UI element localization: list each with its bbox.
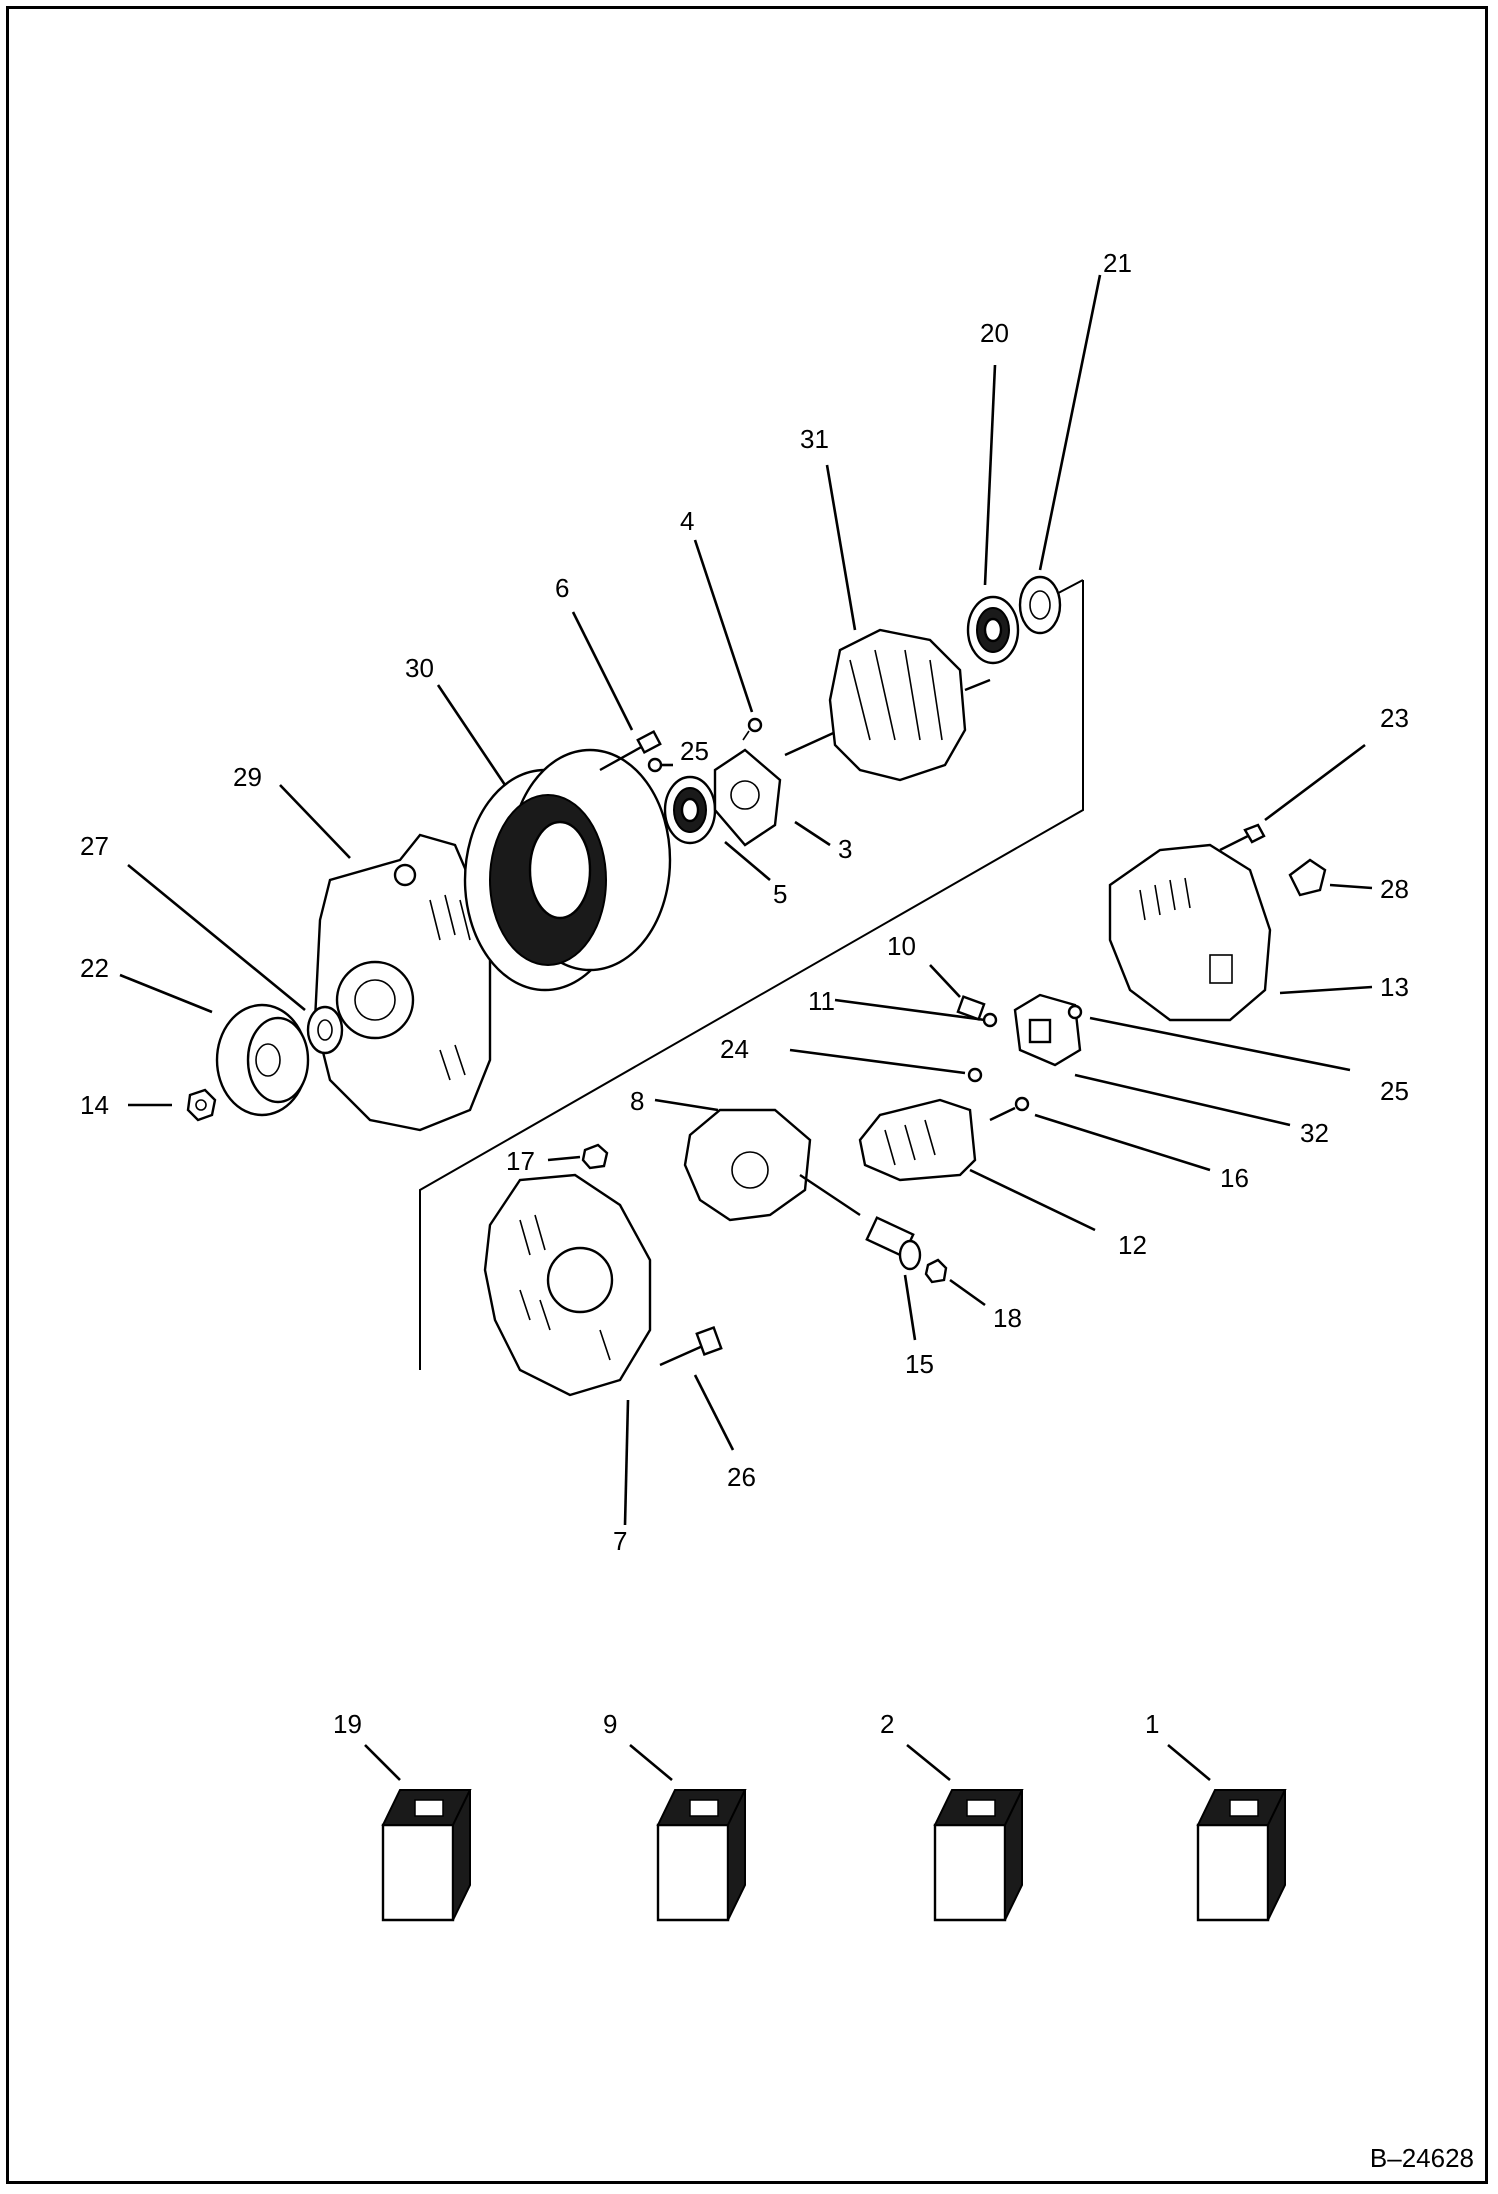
- regulator-part: [1013, 993, 1082, 1067]
- callout-labels: 21 20 31 4 6 30 29 27 22 14 25 3 5 23 28…: [80, 248, 1409, 1739]
- spacer-part: [306, 1005, 344, 1055]
- callout-18: 18: [993, 1303, 1022, 1333]
- callout-5: 5: [773, 879, 787, 909]
- callout-25-lower: 25: [1380, 1076, 1409, 1106]
- brush-holder-bolt-part: [989, 1096, 1030, 1122]
- kit-box-2-icon: [933, 1789, 1024, 1922]
- callout-27: 27: [80, 831, 109, 861]
- callout-29: 29: [233, 762, 262, 792]
- through-bolt-part: [659, 1326, 723, 1367]
- callout-17: 17: [506, 1146, 535, 1176]
- callout-1: 1: [1145, 1709, 1159, 1739]
- rear-cover-part: [1108, 843, 1272, 1022]
- rotor-part: [784, 628, 991, 782]
- callout-20: 20: [980, 318, 1009, 348]
- kit-box-19-icon: [381, 1789, 472, 1922]
- brush-holder-part: [858, 1098, 977, 1182]
- terminal-bolt-part: [599, 729, 662, 772]
- leader-lines: [119, 274, 1373, 1782]
- front-housing-part: [313, 833, 492, 1132]
- rear-housing-part: [483, 1173, 652, 1397]
- callout-32: 32: [1300, 1118, 1329, 1148]
- terminal-bushing-part: [865, 1216, 922, 1271]
- callout-25-upper: 25: [680, 736, 709, 766]
- callout-9: 9: [603, 1709, 617, 1739]
- callout-14: 14: [80, 1090, 109, 1120]
- callout-19: 19: [333, 1709, 362, 1739]
- kit-box-9-icon: [656, 1789, 747, 1922]
- callout-8: 8: [630, 1086, 644, 1116]
- bearing-cover-part: [1018, 575, 1062, 635]
- callout-16: 16: [1220, 1163, 1249, 1193]
- callout-24: 24: [720, 1034, 749, 1064]
- callout-11: 11: [808, 986, 835, 1016]
- regulator-lead-part: [982, 1012, 998, 1028]
- cover-bolt-part: [1219, 823, 1266, 852]
- callout-3: 3: [838, 834, 852, 864]
- rectifier-part: [683, 1108, 861, 1222]
- terminal-insulator-part: [956, 995, 986, 1021]
- callout-4: 4: [680, 506, 694, 536]
- callout-28: 28: [1380, 874, 1409, 904]
- callout-31: 31: [800, 424, 829, 454]
- callout-23: 23: [1380, 703, 1409, 733]
- stator-part: [463, 748, 672, 992]
- brush-holder-screw-part: [967, 1067, 983, 1083]
- callout-7: 7: [613, 1526, 627, 1556]
- pulley-part: [215, 1003, 310, 1117]
- terminal-nut-part: [924, 1258, 948, 1284]
- callout-10: 10: [887, 931, 916, 961]
- document-id-label: B–24628: [1369, 2143, 1474, 2173]
- callout-22: 22: [80, 953, 109, 983]
- callout-30: 30: [405, 653, 434, 683]
- callout-13: 13: [1380, 972, 1409, 1002]
- screw-upper-part: [647, 757, 663, 773]
- callout-6: 6: [555, 573, 569, 603]
- housing-nut-part: [581, 1143, 609, 1170]
- callout-21: 21: [1103, 248, 1132, 278]
- kit-box-1-icon: [1196, 1789, 1287, 1922]
- rear-bearing-part: [966, 595, 1020, 665]
- callout-12: 12: [1118, 1230, 1147, 1260]
- pulley-nut-part: [186, 1088, 217, 1122]
- callout-26: 26: [727, 1462, 756, 1492]
- front-bearing-part: [663, 775, 717, 845]
- screw-lower-part: [1067, 1004, 1083, 1020]
- callout-2: 2: [880, 1709, 894, 1739]
- terminal-clip-part: [1288, 858, 1327, 897]
- callout-15: 15: [905, 1349, 934, 1379]
- retainer-plate-part: [713, 748, 782, 847]
- retainer-screw-part: [742, 717, 763, 741]
